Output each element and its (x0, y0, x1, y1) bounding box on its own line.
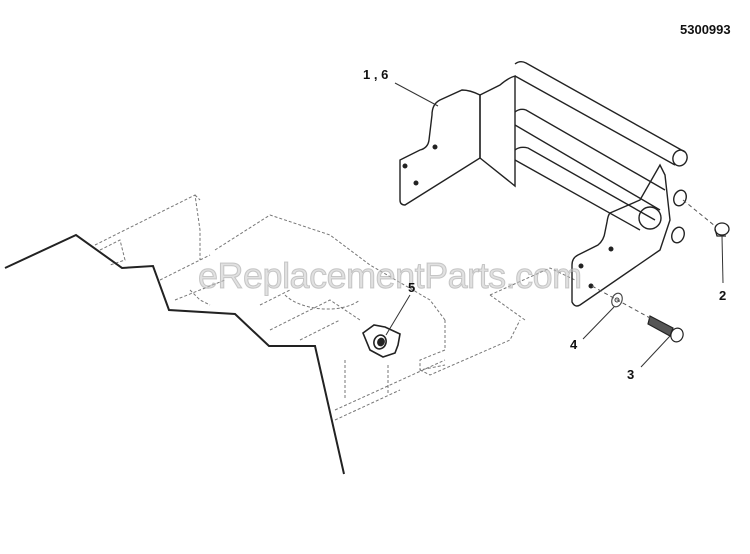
callout-2[interactable]: 2 (719, 288, 727, 303)
washer-part-4 (611, 292, 623, 308)
nut-part-5 (362, 324, 401, 358)
bracket-part-1-6 (399, 61, 688, 307)
diagram-part-number: 5300993 (680, 22, 731, 37)
break-line (4, 233, 345, 475)
cap-axis-line (682, 199, 716, 227)
bolt-part-3 (647, 315, 684, 343)
callout-3[interactable]: 3 (627, 367, 635, 382)
callout-4[interactable]: 4 (570, 337, 578, 352)
leader-lines (385, 82, 724, 368)
callout-1-6[interactable]: 1 , 6 (363, 67, 389, 82)
end-cap-part-2 (714, 222, 730, 237)
phantom-chassis (94, 194, 576, 421)
callout-5[interactable]: 5 (408, 280, 416, 295)
